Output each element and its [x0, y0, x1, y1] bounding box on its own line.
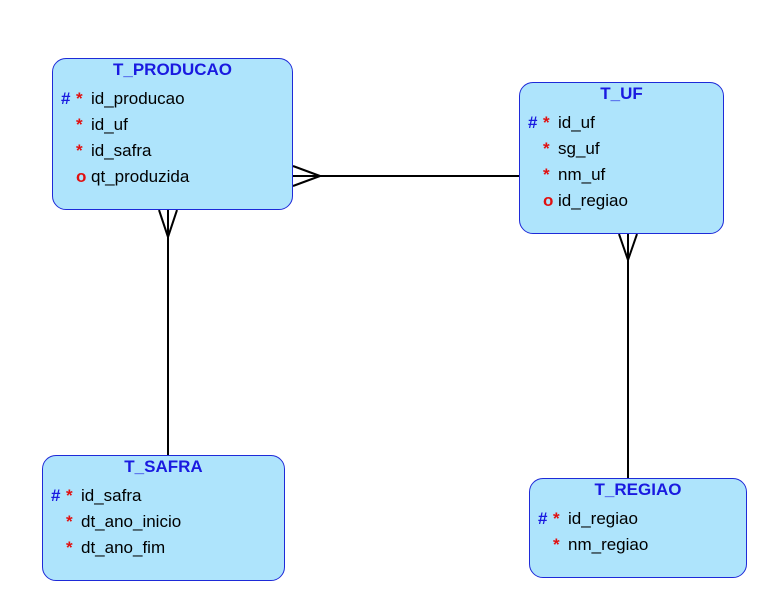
attribute-name: nm_regiao	[568, 535, 649, 554]
entity-title: T_SAFRA	[124, 457, 203, 476]
attribute-name: id_safra	[81, 486, 142, 505]
attribute-name: dt_ano_fim	[81, 538, 166, 557]
attribute-name: id_regiao	[568, 509, 638, 528]
primary-key-mark: #	[528, 113, 538, 132]
attribute-row: o id_regiao	[528, 188, 723, 214]
optional-mark: o	[543, 191, 554, 210]
attribute-name: qt_produzida	[91, 167, 190, 186]
attribute-name: id_safra	[91, 141, 152, 160]
attribute-row: * dt_ano_inicio	[51, 509, 284, 535]
required-mark: *	[553, 509, 560, 528]
optional-mark: o	[76, 167, 87, 186]
required-mark: *	[543, 113, 550, 132]
entity-t-producao[interactable]: T_PRODUCAO # * id_producao * id_uf * id_…	[52, 58, 293, 210]
attribute-row: # * id_safra	[51, 483, 284, 509]
attribute-row: * nm_uf	[528, 162, 723, 188]
required-mark: *	[66, 538, 73, 557]
required-mark: *	[76, 141, 83, 160]
entity-title: T_UF	[600, 84, 643, 103]
entity-title: T_REGIAO	[594, 480, 682, 499]
rel-producao-uf-crowfoot-bottom	[292, 175, 321, 187]
attribute-row: * id_safra	[61, 138, 292, 164]
required-mark: *	[76, 115, 83, 134]
rel-uf-regiao-crowfoot-left	[618, 233, 629, 261]
attribute-name: id_uf	[91, 115, 128, 134]
required-mark: *	[66, 512, 73, 531]
attribute-row: o qt_produzida	[61, 164, 292, 190]
rel-uf-regiao-crowfoot-right	[627, 233, 638, 261]
entity-t-uf[interactable]: T_UF # * id_uf * sg_uf * nm_uf o id_regi…	[519, 82, 724, 234]
attribute-name: id_regiao	[558, 191, 628, 210]
attribute-list: # * id_regiao * nm_regiao	[530, 506, 746, 558]
entity-t-regiao[interactable]: T_REGIAO # * id_regiao * nm_regiao	[529, 478, 747, 578]
attribute-row: # * id_regiao	[538, 506, 746, 532]
required-mark: *	[553, 535, 560, 554]
required-mark: *	[543, 165, 550, 184]
required-mark: *	[76, 89, 83, 108]
primary-key-mark: #	[51, 486, 61, 505]
attribute-name: sg_uf	[558, 139, 600, 158]
primary-key-mark: #	[538, 509, 548, 528]
attribute-name: nm_uf	[558, 165, 606, 184]
attribute-row: * id_uf	[61, 112, 292, 138]
rel-producao-uf-crowfoot-top	[292, 165, 321, 177]
attribute-list: # * id_producao * id_uf * id_safra o qt_…	[53, 86, 292, 190]
attribute-row: * sg_uf	[528, 136, 723, 162]
rel-producao-safra-crowfoot-right	[167, 209, 178, 238]
attribute-name: dt_ano_inicio	[81, 512, 182, 531]
attribute-row: * dt_ano_fim	[51, 535, 284, 561]
attribute-name: id_producao	[91, 89, 185, 108]
required-mark: *	[543, 139, 550, 158]
entity-t-safra[interactable]: T_SAFRA # * id_safra * dt_ano_inicio * d…	[42, 455, 285, 581]
attribute-list: # * id_uf * sg_uf * nm_uf o id_regiao	[520, 110, 723, 214]
required-mark: *	[66, 486, 73, 505]
attribute-row: # * id_producao	[61, 86, 292, 112]
primary-key-mark: #	[61, 89, 71, 108]
attribute-row: * nm_regiao	[538, 532, 746, 558]
attribute-list: # * id_safra * dt_ano_inicio * dt_ano_fi…	[43, 483, 284, 561]
entity-title: T_PRODUCAO	[112, 60, 232, 79]
attribute-row: # * id_uf	[528, 110, 723, 136]
rel-producao-safra-crowfoot-left	[158, 209, 169, 238]
attribute-name: id_uf	[558, 113, 595, 132]
